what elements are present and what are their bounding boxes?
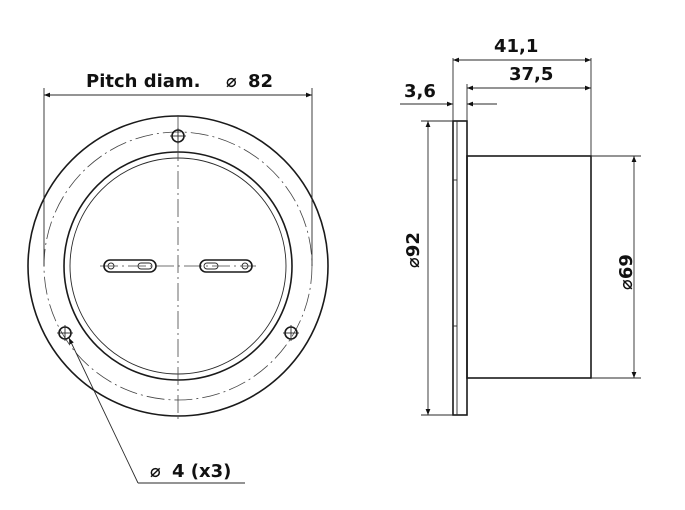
side-view: 41,1 37,5 3,6 ⌀92 ⌀69: [400, 36, 641, 416]
total-depth-value: 41,1: [494, 36, 538, 57]
hole-label: 4 (x3): [172, 461, 231, 482]
pitch-value: 82: [248, 71, 273, 92]
mounting-hole-left: [57, 325, 73, 341]
diameter-symbol: ⌀: [150, 461, 161, 482]
terminal-right: [199, 259, 253, 273]
flange-diameter-label: ⌀92: [403, 232, 424, 268]
flange-diameter-value: 92: [403, 232, 424, 257]
hole-leader-line: [68, 337, 139, 484]
front-view: Pitch diam. ⌀ 82 ⌀ 4 (x3): [27, 71, 329, 484]
flange-plate: [452, 120, 468, 416]
flange-thickness-value: 3,6: [404, 81, 436, 102]
diameter-symbol: ⌀: [616, 279, 637, 290]
body-diameter-label: ⌀69: [616, 254, 637, 290]
body-diameter-value: 69: [616, 254, 637, 279]
mounting-hole-right: [283, 325, 299, 341]
terminal-left: [103, 259, 157, 273]
diameter-symbol: ⌀: [403, 257, 424, 268]
body-cylinder: [466, 155, 592, 379]
pitch-label: Pitch diam.: [86, 71, 201, 92]
body-depth-value: 37,5: [509, 64, 553, 85]
diameter-symbol: ⌀: [226, 71, 237, 92]
mounting-hole-top: [170, 128, 186, 144]
